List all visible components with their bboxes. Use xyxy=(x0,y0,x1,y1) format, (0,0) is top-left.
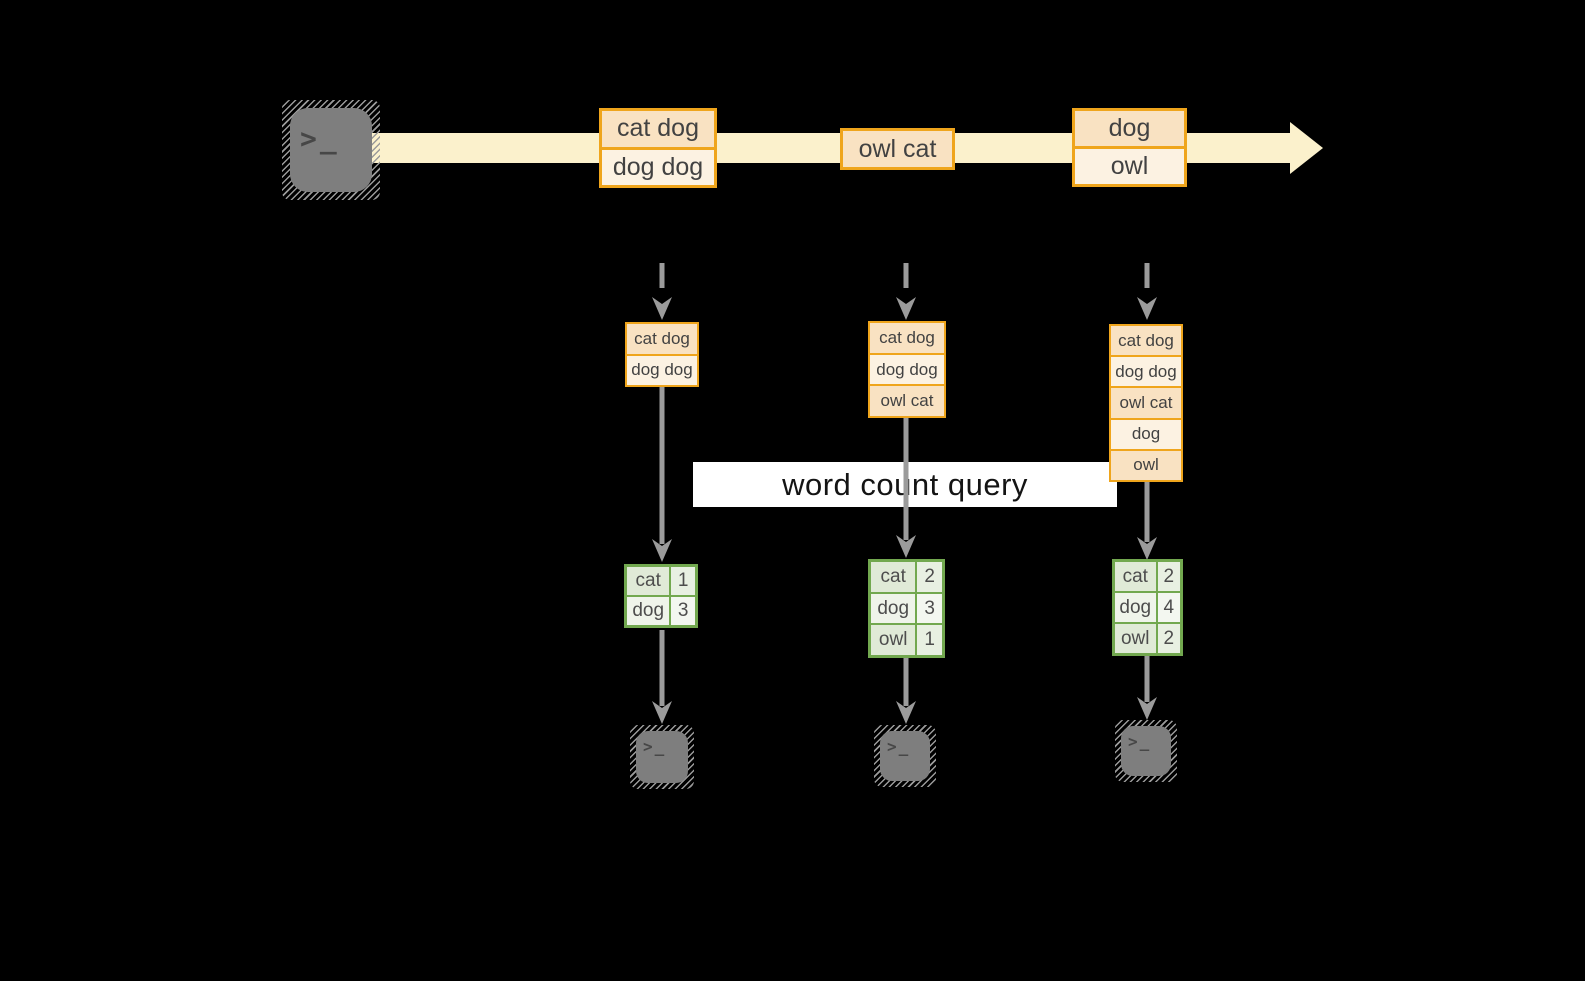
record: owl cat xyxy=(870,384,944,417)
word-cell: dog xyxy=(871,593,918,624)
batch-arrow-3 xyxy=(1137,263,1157,320)
record: dog dog xyxy=(627,353,697,385)
table-row: owl 2 xyxy=(1115,622,1180,653)
table-row: cat 2 xyxy=(1115,562,1180,591)
record: dog xyxy=(1111,417,1181,449)
table-row: cat 2 xyxy=(871,562,942,592)
batch-arrow-1 xyxy=(652,263,672,320)
count-cell: 1 xyxy=(671,567,695,595)
word-cell: cat xyxy=(1115,562,1158,591)
event-line: dog xyxy=(1075,111,1184,146)
sink-arrow-2 xyxy=(896,658,916,724)
table-row: dog 4 xyxy=(1115,591,1180,622)
query-arrow-1 xyxy=(652,387,672,562)
count-cell: 2 xyxy=(917,562,942,592)
terminal-prompt-icon: >_ xyxy=(300,122,340,155)
record: cat dog xyxy=(1111,326,1181,356)
word-cell: owl xyxy=(1115,624,1158,653)
table-row: cat 1 xyxy=(627,567,695,595)
count-cell: 3 xyxy=(671,597,695,625)
terminal-body xyxy=(290,108,372,192)
sink-terminal-icon-1: >_ xyxy=(630,725,694,789)
event-line: dog dog xyxy=(602,146,714,185)
record: dog dog xyxy=(870,352,944,385)
input-table-3: cat dog dog dog owl cat dog owl xyxy=(1109,324,1183,482)
terminal-body xyxy=(880,731,930,781)
terminal-prompt-icon: >_ xyxy=(1128,732,1152,751)
terminal-prompt-icon: >_ xyxy=(887,737,911,756)
result-table-3: cat 2 dog 4 owl 2 xyxy=(1112,559,1183,656)
stream-arrowhead-icon xyxy=(1290,122,1323,174)
query-arrow-3 xyxy=(1137,482,1157,560)
table-row: owl 1 xyxy=(871,623,942,656)
sink-arrow-1 xyxy=(652,630,672,724)
word-cell: cat xyxy=(627,567,672,595)
stream-event-box-1: cat dog dog dog xyxy=(599,108,717,188)
record: owl cat xyxy=(1111,386,1181,418)
batch-arrow-2 xyxy=(896,263,916,320)
word-cell: dog xyxy=(627,597,672,625)
record: dog dog xyxy=(1111,355,1181,387)
table-row: dog 3 xyxy=(627,595,695,625)
word-cell: dog xyxy=(1115,593,1158,622)
count-cell: 4 xyxy=(1157,593,1180,622)
sink-terminal-icon-3: >_ xyxy=(1115,720,1177,782)
count-cell: 2 xyxy=(1157,624,1180,653)
event-line: cat dog xyxy=(602,111,714,147)
count-cell: 3 xyxy=(917,593,942,624)
record: owl xyxy=(1111,448,1181,481)
stream-event-box-3: dog owl xyxy=(1072,108,1187,187)
terminal-prompt-icon: >_ xyxy=(643,737,667,756)
word-cell: cat xyxy=(871,562,918,592)
stream-event-box-2: owl cat xyxy=(840,128,955,170)
result-table-2: cat 2 dog 3 owl 1 xyxy=(868,559,945,658)
record: cat dog xyxy=(627,324,697,354)
sink-arrow-3 xyxy=(1137,656,1157,720)
event-line: owl cat xyxy=(843,131,952,167)
count-cell: 2 xyxy=(1157,562,1180,591)
record: cat dog xyxy=(870,323,944,353)
result-table-1: cat 1 dog 3 xyxy=(624,564,698,628)
input-table-2: cat dog dog dog owl cat xyxy=(868,321,946,418)
word-cell: owl xyxy=(871,625,918,656)
query-arrow-2 xyxy=(896,418,916,558)
input-table-1: cat dog dog dog xyxy=(625,322,699,387)
sink-terminal-icon-2: >_ xyxy=(874,725,936,787)
count-cell: 1 xyxy=(917,625,942,656)
event-line: owl xyxy=(1075,146,1184,184)
terminal-body xyxy=(636,731,688,783)
table-row: dog 3 xyxy=(871,591,942,624)
terminal-body xyxy=(1121,726,1171,776)
source-terminal-icon: >_ xyxy=(282,100,380,200)
